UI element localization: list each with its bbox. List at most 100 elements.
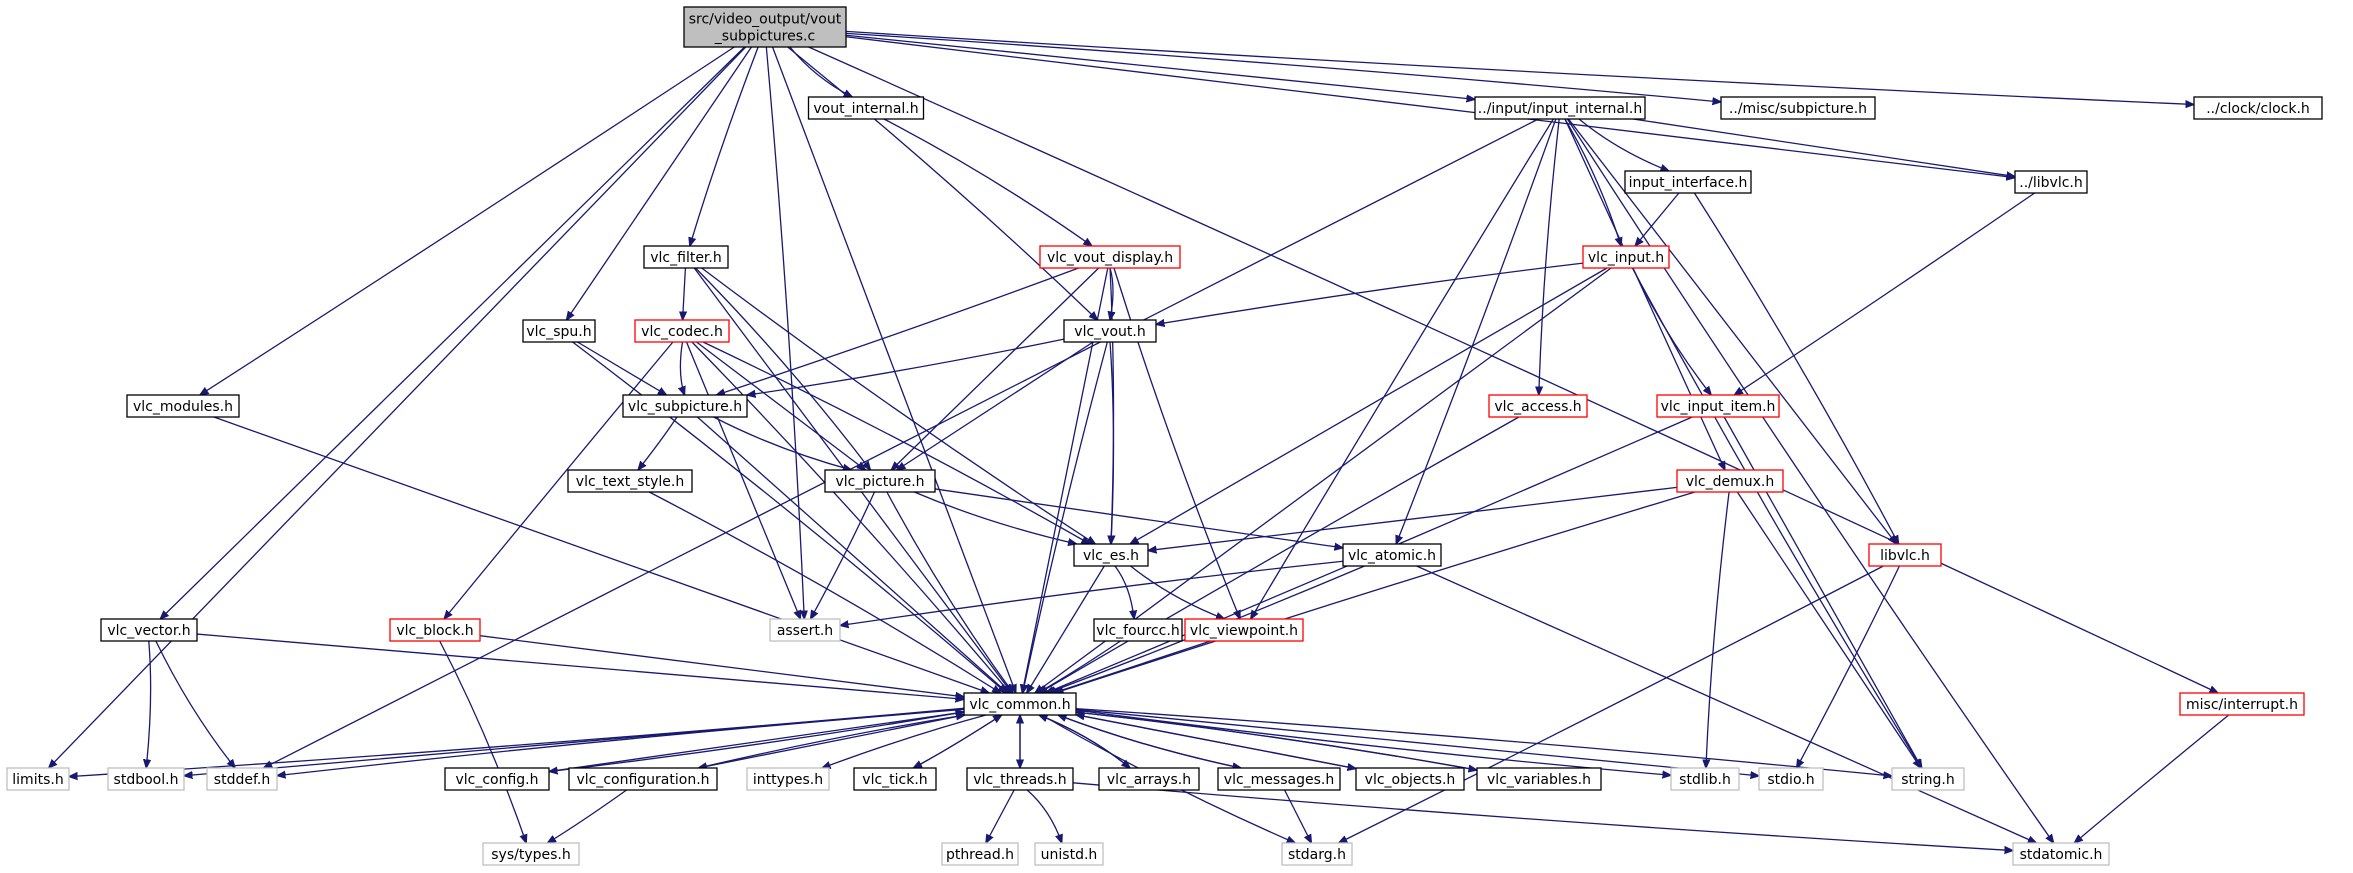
node-box	[2193, 96, 2323, 120]
node-vlc-demux[interactable]: vlc_demux.h	[1676, 469, 1784, 493]
edge-vlc_picture-to-assert	[811, 491, 876, 619]
node-label: vlc_demux.h	[1686, 474, 1775, 490]
node-box	[568, 767, 718, 791]
node-vlc-fourcc[interactable]: vlc_fourcc.h	[1093, 618, 1183, 642]
node-label: limits.h	[12, 772, 63, 788]
node-limits[interactable]: limits.h	[6, 767, 70, 791]
node-stddef[interactable]: stddef.h	[206, 767, 278, 791]
node-vlc-objects[interactable]: vlc_objects.h	[1355, 767, 1465, 791]
node-vlc-variables[interactable]: vlc_variables.h	[1476, 767, 1602, 791]
edge-vlc_filter-to-vlc_picture	[695, 267, 871, 470]
node-stdlib[interactable]: stdlib.h	[1670, 767, 1740, 791]
edge-vlc_input-to-vlc_input_item	[1632, 267, 1711, 395]
node-label: ../input/input_internal.h	[1478, 101, 1642, 117]
node-sys-types[interactable]: sys/types.h	[482, 842, 580, 866]
edge-vlc_vout_display-to-vlc_vout	[1110, 267, 1113, 320]
node-stdio[interactable]: stdio.h	[1758, 767, 1824, 791]
node-label: vlc_picture.h	[835, 474, 924, 490]
node-vlc-spu[interactable]: vlc_spu.h	[522, 319, 596, 343]
node-box	[1868, 543, 1942, 567]
node-label: vlc_text_style.h	[576, 474, 684, 490]
edge-vlc_subpicture-to-vlc_common	[696, 416, 1007, 693]
node-label: vlc_config.h	[455, 772, 538, 788]
node-vlc-config[interactable]: vlc_config.h	[444, 767, 550, 791]
node-vlc-vout-display[interactable]: vlc_vout_display.h	[1039, 245, 1181, 269]
node-assert[interactable]: assert.h	[769, 618, 841, 642]
edge-vlc_threads-to-unistd	[1026, 789, 1062, 843]
node-vlc-threads[interactable]: vlc_threads.h	[966, 767, 1074, 791]
edge-vlc_input-to-string	[1631, 267, 1921, 768]
edge-vlc_spu-to-vlc_subpicture	[577, 341, 666, 395]
node-box	[444, 767, 550, 791]
node-vlc-filter[interactable]: vlc_filter.h	[643, 245, 729, 269]
node-label: vlc_input_item.h	[1661, 399, 1776, 415]
node-clock[interactable]: ../clock/clock.h	[2193, 96, 2323, 120]
node-box	[1758, 767, 1824, 791]
node-box	[2179, 692, 2305, 716]
edge-vlc_vout-to-vlc_es	[1110, 341, 1113, 544]
edge-vlc_objects-to-vlc_common	[1076, 715, 1357, 770]
edge-vout_internal-to-vlc_vout_display	[883, 118, 1092, 246]
node-vlc-modules[interactable]: vlc_modules.h	[126, 394, 240, 418]
edge-vlc_codec-to-vlc_common	[691, 341, 1010, 693]
node-stdarg[interactable]: stdarg.h	[1281, 842, 1353, 866]
node-vlc-configuration[interactable]: vlc_configuration.h	[568, 767, 718, 791]
edge-vlc_configuration-to-vlc_common	[698, 715, 964, 769]
node-label: misc/interrupt.h	[2186, 697, 2298, 713]
node-vlc-atomic[interactable]: vlc_atomic.h	[1342, 543, 1442, 567]
node-label: stdlib.h	[1679, 772, 1731, 788]
edge-input_internal-to-stdatomic	[1566, 118, 2053, 843]
node-libvlc[interactable]: libvlc.h	[1868, 543, 1942, 567]
node-vlc-arrays[interactable]: vlc_arrays.h	[1098, 767, 1200, 791]
node-vlc-tick[interactable]: vlc_tick.h	[853, 767, 937, 791]
edge-vlc_common-to-inttypes	[822, 714, 987, 768]
node-box	[963, 692, 1077, 716]
node-vlc-viewpoint[interactable]: vlc_viewpoint.h	[1184, 618, 1304, 642]
node-vlc-input-item[interactable]: vlc_input_item.h	[1656, 394, 1780, 418]
node-vlc-vout[interactable]: vlc_vout.h	[1063, 319, 1157, 343]
edge-vlc_common-to-vlc_config	[549, 711, 965, 772]
edge-input_internal-to-libvlc_rel	[1632, 118, 2015, 177]
node-label: vlc_atomic.h	[1348, 548, 1436, 564]
node-vlc-messages[interactable]: vlc_messages.h	[1217, 767, 1341, 791]
node-label: vlc_fourcc.h	[1096, 623, 1179, 639]
node-stdatomic[interactable]: stdatomic.h	[2012, 842, 2110, 866]
edge-vlc_vout-to-vlc_common	[1023, 341, 1108, 693]
node-stdbool[interactable]: stdbool.h	[107, 767, 185, 791]
node-label: vlc_objects.h	[1365, 772, 1456, 788]
node-vlc-es[interactable]: vlc_es.h	[1073, 543, 1149, 567]
node-input-interface[interactable]: input_interface.h	[1624, 170, 1752, 194]
node-vlc-access[interactable]: vlc_access.h	[1488, 394, 1588, 418]
node-misc-subpicture[interactable]: ../misc/subpicture.h	[1720, 96, 1876, 120]
node-unistd[interactable]: unistd.h	[1034, 842, 1104, 866]
node-vlc-codec[interactable]: vlc_codec.h	[634, 319, 730, 343]
node-box	[1093, 618, 1183, 642]
edge-root-to-vlc_spu	[566, 46, 752, 320]
node-vlc-picture[interactable]: vlc_picture.h	[824, 469, 936, 493]
node-vlc-input[interactable]: vlc_input.h	[1582, 245, 1670, 269]
node-vlc-subpicture[interactable]: vlc_subpicture.h	[622, 394, 748, 418]
edge-vlc_demux-to-stdlib	[1706, 491, 1730, 768]
node-vlc-common[interactable]: vlc_common.h	[963, 692, 1077, 716]
node-label: vlc_vout_display.h	[1047, 250, 1173, 266]
edge-vlc_viewpoint-to-vlc_common	[1053, 640, 1211, 693]
node-box	[1073, 543, 1149, 567]
node-input-internal[interactable]: ../input/input_internal.h	[1474, 96, 1646, 120]
node-root[interactable]: src/video_output/vout_subpictures.c	[683, 6, 847, 48]
node-box	[1474, 96, 1646, 120]
node-pthread[interactable]: pthread.h	[941, 842, 1019, 866]
node-libvlc-rel[interactable]: ../libvlc.h	[2014, 170, 2088, 194]
edge-vlc_common-to-stddef	[277, 708, 965, 775]
node-inttypes[interactable]: inttypes.h	[746, 767, 830, 791]
node-string[interactable]: string.h	[1891, 767, 1965, 791]
node-vlc-text-style[interactable]: vlc_text_style.h	[567, 469, 693, 493]
edge-vlc_demux-to-string	[1736, 491, 1920, 768]
edge-vlc_es-to-vlc_fourcc	[1114, 565, 1134, 619]
node-vout-internal[interactable]: vout_internal.h	[807, 96, 925, 120]
edge-root-to-assert	[765, 46, 804, 619]
node-vlc-block[interactable]: vlc_block.h	[389, 618, 481, 642]
node-misc-interrupt[interactable]: misc/interrupt.h	[2179, 692, 2305, 716]
edge-vlc_codec-to-vlc_picture	[696, 341, 866, 470]
node-vlc-vector[interactable]: vlc_vector.h	[100, 618, 198, 642]
edge-vlc_common-to-stdlib	[1075, 709, 1671, 775]
